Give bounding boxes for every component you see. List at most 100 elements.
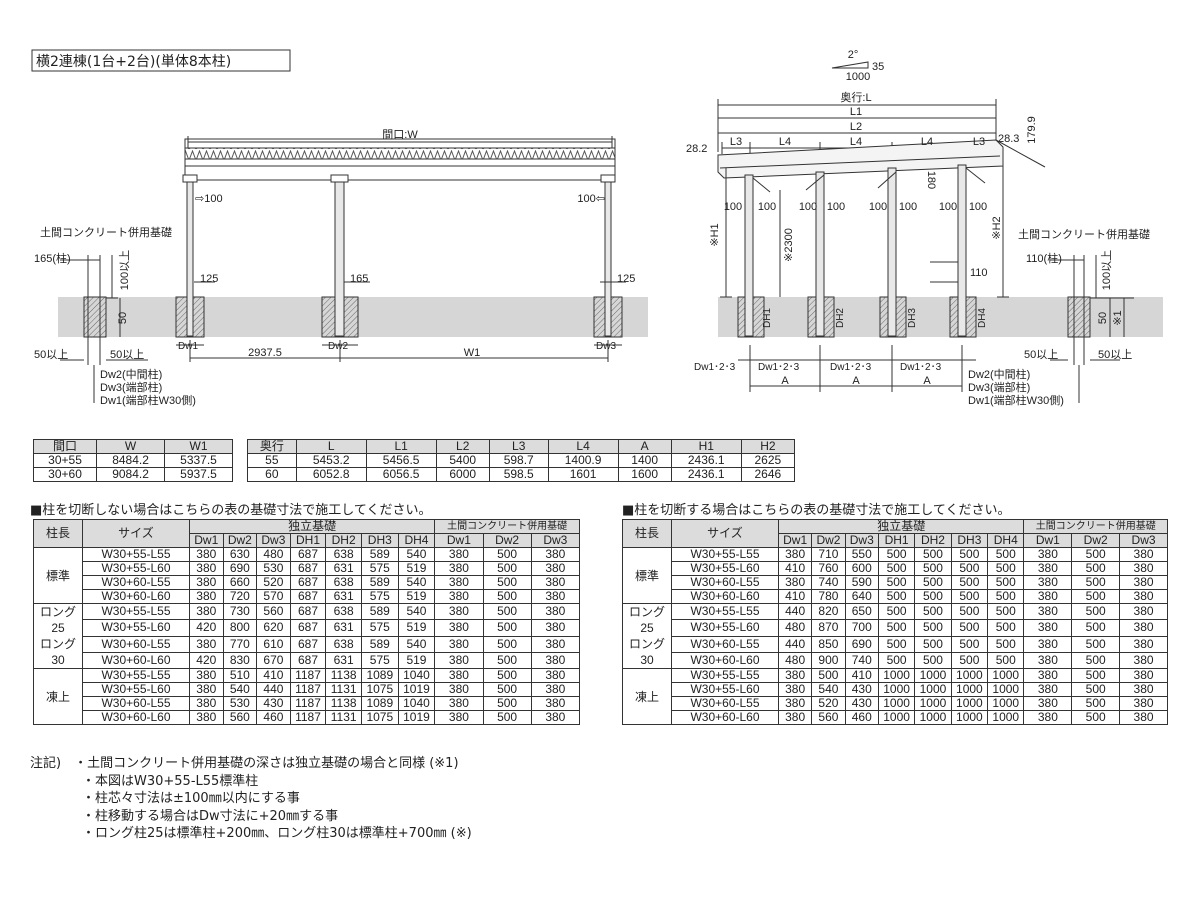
table-cell: 380 xyxy=(777,696,813,711)
table-cell: 5456.5 xyxy=(365,453,437,468)
front-legend-dw1: Dw1(端部柱W30側) xyxy=(100,393,196,407)
table-cell: 380 xyxy=(530,619,581,637)
side-dh3: DH3 xyxy=(907,308,918,328)
front-dw1: Dw1 xyxy=(178,341,198,352)
table-cell: 5937.5 xyxy=(164,467,233,482)
table-cell: 560 xyxy=(256,602,291,621)
table-cell: 380 xyxy=(1119,635,1168,653)
table-cell: 640 xyxy=(844,589,879,604)
table-cell: 631 xyxy=(325,589,362,604)
table-cell: 560 xyxy=(222,710,258,725)
table-cell: 687 xyxy=(289,651,327,670)
table-cell: 500 xyxy=(482,635,532,653)
cut-size: W30+55-L55 xyxy=(671,602,779,621)
table-cell: 5453.2 xyxy=(295,453,367,468)
table-cell: 6052.8 xyxy=(295,467,367,482)
table-cell: 1000 xyxy=(950,668,989,683)
table-cell: 380 xyxy=(530,682,581,697)
front-pitch-165: 165 xyxy=(350,273,368,285)
table-cell: 600 xyxy=(844,561,879,576)
side-offset-4b: 100 xyxy=(969,201,987,213)
table-cell: 500 xyxy=(1071,668,1121,683)
depth-table-header: L xyxy=(295,439,367,454)
table-cell: 380 xyxy=(530,561,581,576)
table-cell: 500 xyxy=(482,668,532,683)
uncut-subheader: DH4 xyxy=(397,533,436,548)
table-cell: 690 xyxy=(844,635,879,653)
table-cell: 500 xyxy=(482,710,532,725)
depth-table-header: L4 xyxy=(547,439,619,454)
table-cell: 380 xyxy=(1119,619,1168,637)
table-cell: 500 xyxy=(877,561,916,576)
front-labels: 間口:W ⇨100 100⇦ 土間コンクリート併用基礎 165(柱) 100以上… xyxy=(34,128,635,407)
note-line: ・ロング柱25は標準柱+200㎜、ロング柱30は標準柱+700㎜ (※) xyxy=(30,826,472,841)
cut-group-label: 凍上 xyxy=(622,668,672,725)
table-cell: 638 xyxy=(325,575,362,590)
table-cell: 380 xyxy=(530,710,581,725)
table-cell: 500 xyxy=(950,547,989,562)
table-cell: 500 xyxy=(482,589,532,604)
side-column-size: 110(柱) xyxy=(1026,251,1062,265)
diagram-title: 横2連棟(1台+2台)(単体8本柱) xyxy=(36,54,231,70)
uncut-header-indep: 独立基礎 xyxy=(188,519,436,534)
table-cell: 500 xyxy=(1071,575,1121,590)
uncut-subheader: Dw1 xyxy=(434,533,484,548)
table-cell: 519 xyxy=(397,619,436,637)
table-cell: 380 xyxy=(434,682,484,697)
table-cell: 500 xyxy=(914,547,952,562)
table-cell: 820 xyxy=(811,602,846,621)
depth-table-header: H2 xyxy=(740,439,796,454)
table-cell: 380 xyxy=(1023,635,1073,653)
table-cell: 5337.5 xyxy=(164,453,233,468)
table-cell: 1000 xyxy=(950,682,989,697)
table-cell: 730 xyxy=(222,602,258,621)
uncut-subheader: Dw2 xyxy=(222,533,258,548)
side-dh4: DH4 xyxy=(977,308,988,328)
table-cell: 380 xyxy=(1119,589,1168,604)
table-cell: 500 xyxy=(950,651,989,670)
side-l3-left: L3 xyxy=(730,136,742,148)
table-cell: 500 xyxy=(877,589,916,604)
uncut-subheader: DH1 xyxy=(289,533,327,548)
table-cell: 520 xyxy=(256,575,291,590)
side-margin-right: 50以上 xyxy=(1098,348,1132,361)
table-cell: 575 xyxy=(360,651,399,670)
side-offset-3b: 100 xyxy=(899,201,917,213)
table-cell: 687 xyxy=(289,561,327,576)
side-view xyxy=(717,61,1163,403)
table-cell: 687 xyxy=(289,635,327,653)
table-cell: 500 xyxy=(914,575,952,590)
table-cell: 1019 xyxy=(397,710,436,725)
table-cell: 590 xyxy=(844,575,879,590)
side-depth-100: 100以上 xyxy=(1100,250,1113,290)
right-table-heading: ■柱を切断する場合はこちらの表の基礎寸法で施工してください。 xyxy=(622,503,1011,518)
table-cell: 380 xyxy=(189,710,224,725)
uncut-header-size: サイズ xyxy=(82,519,190,548)
table-cell: 1187 xyxy=(289,696,327,711)
table-cell: 710 xyxy=(811,547,846,562)
side-l3-right: L3 xyxy=(973,136,985,148)
uncut-size: W30+55-L60 xyxy=(82,561,190,576)
front-offset-left: ⇨100 xyxy=(195,193,223,205)
side-offset-1b: 100 xyxy=(758,201,776,213)
side-slope-run: 1000 xyxy=(846,71,870,83)
table-cell: 380 xyxy=(1023,696,1073,711)
table-cell: 500 xyxy=(1071,619,1121,637)
side-l2: L2 xyxy=(850,121,862,133)
table-cell: 500 xyxy=(987,635,1025,653)
table-cell: 1075 xyxy=(360,710,399,725)
table-cell: 380 xyxy=(1119,602,1168,621)
table-cell: 1000 xyxy=(914,710,952,725)
uncut-subheader: DH3 xyxy=(360,533,399,548)
table-cell: 638 xyxy=(325,547,362,562)
table-cell: 500 xyxy=(914,561,952,576)
front-width-label: 間口:W xyxy=(382,128,418,141)
table-cell: 1000 xyxy=(987,710,1025,725)
table-cell: 519 xyxy=(397,561,436,576)
